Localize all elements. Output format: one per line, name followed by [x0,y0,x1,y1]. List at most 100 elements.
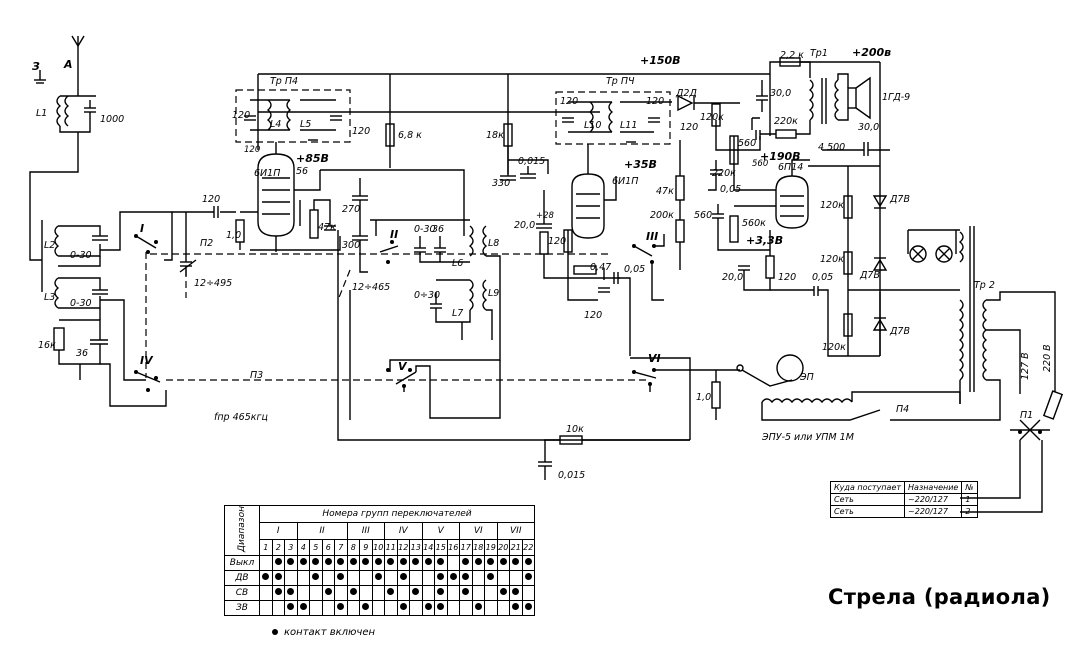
switch-cell [259,599,273,616]
contact-dot-icon [287,602,295,610]
r120k-c: 120к [820,254,844,265]
l2-label: L2 [44,240,55,251]
r47k-label: 47к [318,222,336,233]
contact-dot-icon [362,557,370,565]
switch-cell [296,569,310,586]
feedback-rc [538,435,690,480]
switch-contact-number: 1 [259,539,273,556]
c30vb-label: 30,0 [858,122,879,133]
contact-dot-icon [524,572,532,580]
l5-label: L5 [300,119,311,130]
contact-dot-icon [349,557,357,565]
d7b-label: Д7В [859,270,880,281]
r68k-label: 6,8 к [398,130,422,141]
switch-group-5: V [421,522,460,541]
switch-contact-number: 19 [484,539,498,556]
switch-cell [396,584,410,601]
contact-dot-icon [512,602,520,610]
power-cell: Сеть [829,493,906,506]
v200-label: +200в [852,46,891,59]
switch-cell [509,554,523,571]
c30v-label: 30,0 [770,88,791,99]
c300-label: 300 [342,240,360,251]
contact-dot-icon [399,557,407,565]
antenna-input [29,35,96,261]
trpch-label: Тр ПЧ [606,76,635,87]
c560-b: 560 [694,210,712,221]
tr1-label: Тр1 [810,48,828,59]
switch-row-label: Выкл [224,554,260,571]
p4-label: П4 [896,404,909,415]
switch-cell [484,599,498,616]
switch-cell [371,599,385,616]
switch-contact-number: 2 [271,539,285,556]
contact-dot-icon [274,557,282,565]
contact-dot-icon [412,587,420,595]
switch-cell [346,599,360,616]
switch-VI: VI [648,352,661,365]
contact-dot-icon [449,572,457,580]
switch-cell [521,554,535,571]
v35-label: +35В [624,158,657,171]
switch-cell [259,584,273,601]
switch-cell [446,569,460,586]
switch-cell [334,569,348,586]
switch-group-3: III [346,522,385,541]
switch-cell [284,569,298,586]
contact-dot-icon [512,557,520,565]
power-transformer [958,226,1064,513]
switch-cell [384,554,398,571]
mixer-section [320,169,690,441]
contact-dot-icon [474,557,482,565]
switch-row-label: СВ [224,584,260,601]
switch-cell [309,599,323,616]
d2-label: Д2Д [675,88,697,99]
switch-cell [446,599,460,616]
switch-cell [271,584,285,601]
contact-dot-icon [287,557,295,565]
switch-cell [346,584,360,601]
c330-label: 330 [492,178,510,189]
switch-cell [296,599,310,616]
tube-6i1p-1 [172,142,341,276]
r22k-label: 2,2 к [780,50,804,61]
labels: З А L1 1000 L2 0-30 L3 0-30 16к 36 120 1… [32,46,1053,481]
r10-label: 1,0 [696,392,711,403]
c200-a: 20,0 [514,220,535,231]
switch-contact-number: 12 [396,539,410,556]
contact-dot-icon [312,557,320,565]
switch-cell [496,554,510,571]
switch-cell [321,584,335,601]
switch-cell [384,584,398,601]
l3-label: L3 [44,292,55,303]
contact-dot-icon [312,572,320,580]
switch-cell [496,584,510,601]
contact-dot-icon [387,557,395,565]
r47k-b: 47к [656,186,674,197]
contact-dot-icon [424,557,432,565]
switch-contact-number: 9 [359,539,373,556]
l11-label: L11 [620,120,637,131]
contact-dot-icon [524,602,532,610]
d7c-label: Д7В [889,326,910,337]
pickup [711,354,1001,421]
contact-dot-icon [287,587,295,595]
switch-cell [359,554,373,571]
contact-dot-icon [387,587,395,595]
switch-cell [509,569,523,586]
contact-dot-icon [337,557,345,565]
contact-dot-icon [399,602,407,610]
switch-cell [421,554,435,571]
r120k-a: 120к [700,112,724,123]
c120-p14b: 120 [352,126,370,137]
switch-I: I [140,222,144,235]
switch-groups-3-6 [630,140,740,440]
switch-cell [446,584,460,601]
contact-dot-icon [274,587,282,595]
switch-cell [334,599,348,616]
switch-cell [284,584,298,601]
v190-label: +190В [760,150,801,163]
switch-row: Выкл [224,554,535,571]
